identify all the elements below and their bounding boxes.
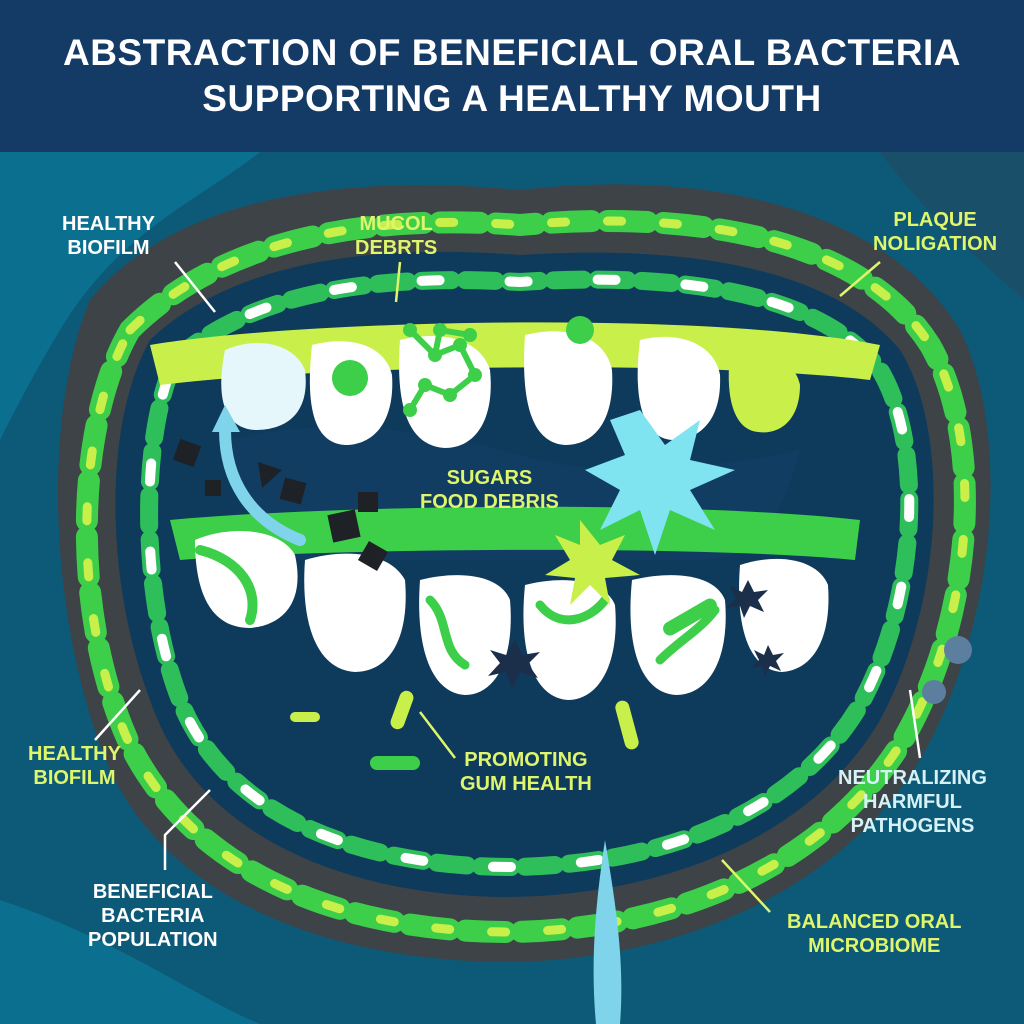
neutralizing-burst [585,410,735,555]
upper-tooth-6 [728,351,800,433]
label-line: PROMOTING [464,749,588,771]
bacteria-strand [655,605,720,665]
title-banner: ABSTRACTION OF BENEFICIAL ORAL BACTERIA … [0,0,1024,152]
label-healthy-biofilm-top: HEALTHY BIOFILM [62,212,155,260]
label-line: HEALTHY [28,743,121,765]
lower-tooth-6 [739,558,829,672]
food-debris [172,438,389,572]
label-line: GUM HEALTH [460,773,592,795]
label-line: BIOFILM [67,237,150,259]
pathogen-cluster [922,636,972,704]
label-line: SUGARS [446,467,533,489]
label-neutralizing-pathogens: NEUTRALIZING HARMFUL PATHOGENS [838,766,987,838]
bacteria-rods [290,690,639,750]
arrow-to-biofilm [219,424,306,546]
label-plaque-noligation: PLAQUE NOLIGATION [873,208,997,256]
beneficial-bacteria-ring-outer [75,210,976,944]
title-line-2: SUPPORTING A HEALTHY MOUTH [202,78,822,119]
upper-tooth-4 [524,331,613,445]
label-line: PATHOGENS [850,815,975,837]
droplet [593,840,622,1024]
bacteria-strand [195,545,258,625]
bacteria-ring-white [144,274,915,873]
label-line: HEALTHY [62,213,155,235]
label-beneficial-bacteria: BENEFICIAL BACTERIA POPULATION [88,880,218,952]
neutralizing-burst-small [545,520,640,605]
label-promoting-gum-health: PROMOTING GUM HEALTH [460,748,592,796]
label-mucol-debris: MUCOL DEBRTS [355,212,437,260]
background-swirl-bottom [0,900,260,1024]
harmful-pathogens [488,580,784,688]
label-line: PLAQUE [893,209,977,231]
bacteria-strand [535,595,610,625]
label-line: NEUTRALIZING [838,767,987,789]
label-sugars-food-debris: SUGARS FOOD DEBRIS [420,466,559,514]
bacteria-colony [566,316,594,344]
bacteria-rods-green [370,598,717,770]
label-healthy-biofilm-left: HEALTHY BIOFILM [28,742,121,790]
label-line: BACTERIA [101,905,205,927]
upper-tooth-1 [221,342,306,430]
lower-tooth-3 [419,575,511,695]
label-line: MUCOL [359,213,433,235]
background-swirl-left [0,152,260,440]
leader-lines-lime [394,261,881,913]
upper-teeth [221,331,800,448]
label-line: NOLIGATION [873,233,998,255]
background-swirl-right [880,152,1024,300]
label-line: HARMFUL [863,791,962,813]
bacteria-strand [425,595,470,670]
label-line: BENEFICIAL [92,881,213,903]
lower-tooth-2 [304,553,406,672]
bacteria-network-nodes [403,323,482,417]
label-line: BALANCED ORAL [787,911,962,933]
upper-tooth-5 [637,336,721,440]
label-line: DEBRTS [355,237,438,259]
label-line: MICROBIOME [808,935,941,957]
arrow-head [212,405,240,432]
leader-lines [94,261,922,870]
title-line-1: ABSTRACTION OF BENEFICIAL ORAL BACTERIA [63,32,961,73]
label-line: POPULATION [88,929,218,951]
label-line: FOOD DEBRIS [420,491,559,513]
label-line: BIOFILM [33,767,116,789]
label-balanced-microbiome: BALANCED ORAL MICROBIOME [787,910,961,958]
bacteria-colony [332,360,368,396]
mouth-illustration [0,152,1024,1024]
